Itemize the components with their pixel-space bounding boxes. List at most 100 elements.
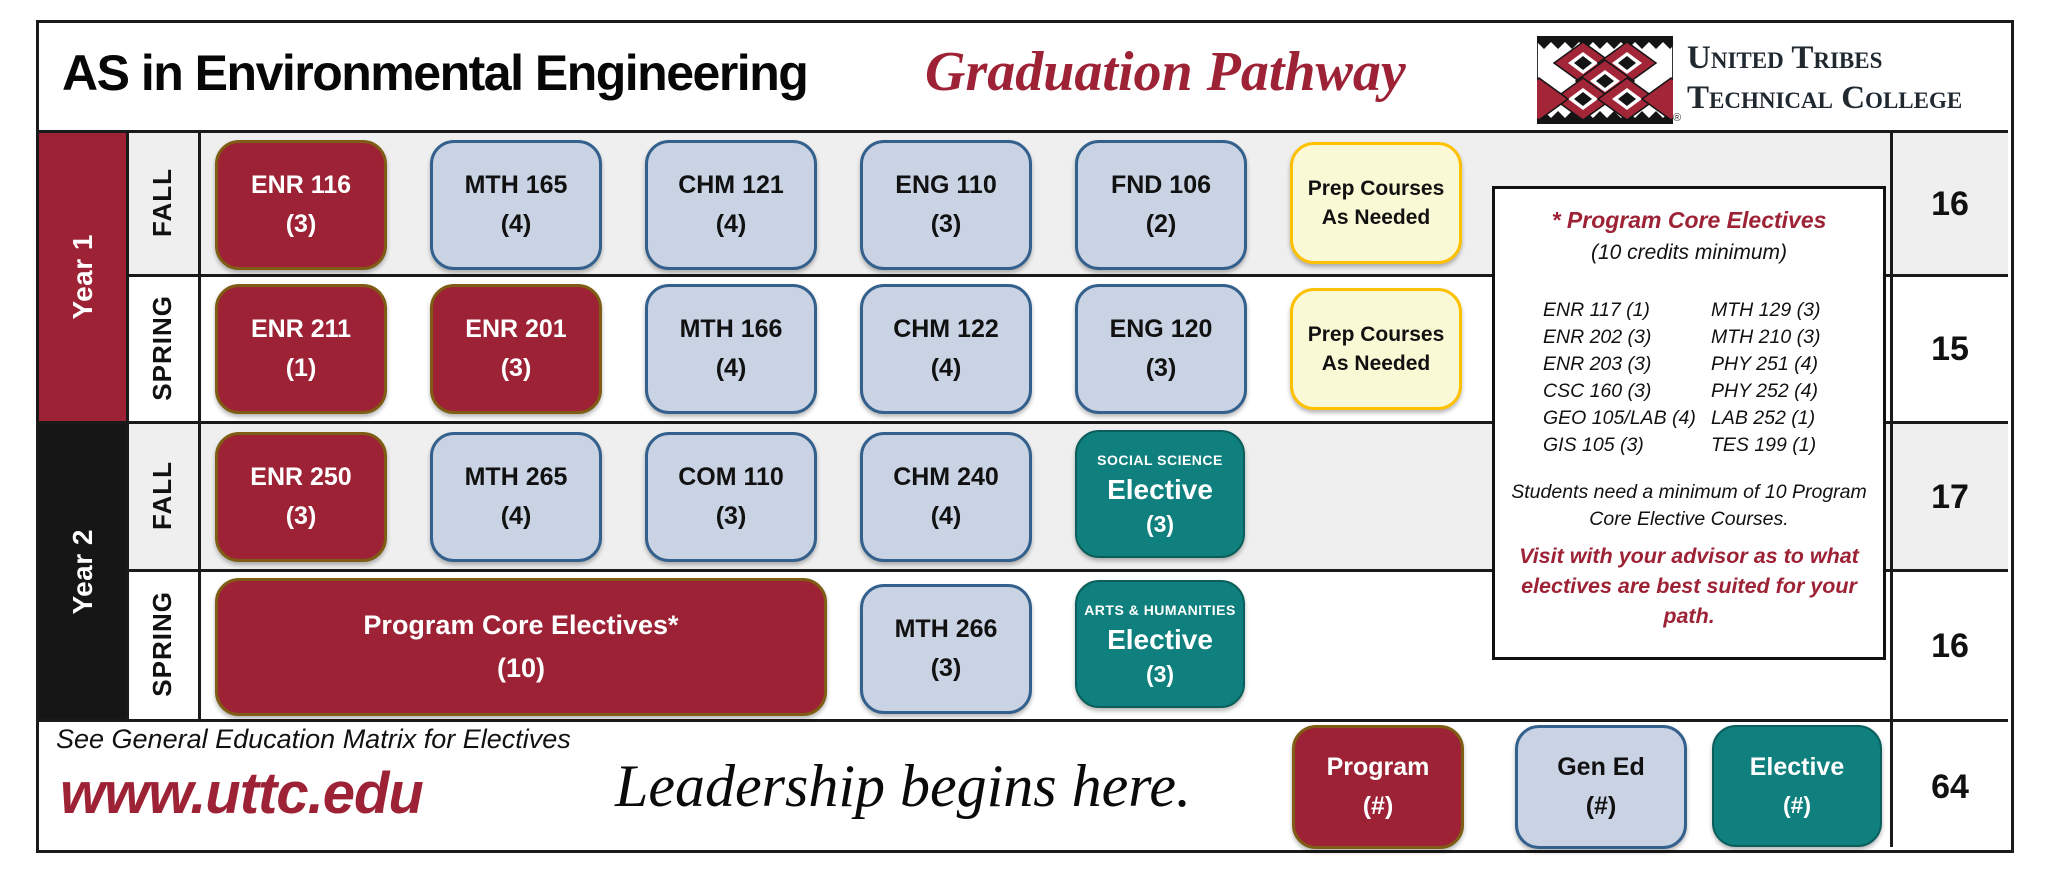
registered-mark: ® bbox=[1673, 112, 1682, 124]
course-box-fnd106: FND 106 (2) bbox=[1075, 140, 1247, 270]
course-credits: (3) bbox=[715, 502, 747, 530]
credits-total: 64 bbox=[1931, 768, 1969, 806]
legend-label: Elective bbox=[1749, 753, 1845, 781]
season-year1-spring: SPRING bbox=[126, 274, 198, 421]
season-label: FALL bbox=[146, 167, 177, 237]
website-link[interactable]: www.uttc.edu bbox=[60, 761, 424, 826]
course-box-chm121: CHM 121 (4) bbox=[645, 140, 817, 270]
course-box-mth165: MTH 165 (4) bbox=[430, 140, 602, 270]
legend-label: Program bbox=[1326, 753, 1430, 781]
panel-minimum-note: Students need a minimum of 10 Program Co… bbox=[1511, 481, 1867, 530]
electives-list-left: ENR 117 (1) ENR 202 (3) ENR 203 (3) CSC … bbox=[1543, 297, 1696, 459]
legend-elective-box: Elective (#) bbox=[1712, 725, 1882, 847]
course-credits: (3) bbox=[1145, 510, 1175, 537]
credits-year2-fall: 17 bbox=[1931, 478, 1969, 516]
course-box-enr201: ENR 201 (3) bbox=[430, 284, 602, 414]
course-code: ENR 201 bbox=[465, 315, 567, 343]
electives-list-right: MTH 129 (3) MTH 210 (3) PHY 251 (4) PHY … bbox=[1711, 297, 1820, 459]
course-box-chm240: CHM 240 (4) bbox=[860, 432, 1032, 562]
logo-line1: United Tribes bbox=[1687, 40, 1883, 76]
elective-item: ENR 203 (3) bbox=[1543, 353, 1652, 375]
course-credits: (4) bbox=[500, 210, 532, 238]
season-year2-spring: SPRING bbox=[126, 569, 198, 719]
course-code: ENR 211 bbox=[250, 315, 352, 343]
legend-label: Gen Ed bbox=[1557, 753, 1645, 781]
legend-sub: (#) bbox=[1585, 792, 1617, 820]
elective-item: CSC 160 (3) bbox=[1543, 380, 1652, 402]
course-code: MTH 166 bbox=[679, 315, 783, 343]
page-title: AS in Environmental Engineering bbox=[62, 45, 809, 101]
course-code: Elective bbox=[1107, 473, 1213, 505]
grid-line bbox=[39, 719, 2008, 722]
program-core-electives-box: Program Core Electives* (10) bbox=[215, 578, 827, 716]
grid-line bbox=[126, 274, 2008, 277]
course-code: MTH 265 bbox=[464, 463, 568, 491]
panel-advisor-note: Visit with your advisor as to what elect… bbox=[1519, 544, 1859, 628]
elective-item: GEO 105/LAB (4) bbox=[1543, 407, 1696, 429]
course-credits: (3) bbox=[285, 502, 317, 530]
course-code: MTH 165 bbox=[464, 171, 568, 199]
legend-gened-box: Gen Ed (#) bbox=[1515, 725, 1687, 849]
panel-subtitle: (10 credits minimum) bbox=[1590, 241, 1788, 264]
arts-humanities-elective-box: ARTS & HUMANITIES Elective (3) bbox=[1075, 580, 1245, 708]
course-box-enr116: ENR 116 (3) bbox=[215, 140, 387, 270]
elective-item: ENR 117 (1) bbox=[1543, 299, 1650, 321]
grid-line bbox=[39, 421, 2008, 424]
elective-item: TES 199 (1) bbox=[1711, 434, 1817, 456]
elective-item: MTH 210 (3) bbox=[1711, 326, 1821, 348]
course-code: ENG 110 bbox=[895, 171, 997, 199]
season-year2-fall: FALL bbox=[126, 421, 198, 569]
course-credits: (4) bbox=[715, 210, 747, 238]
course-credits: (2) bbox=[1145, 210, 1177, 238]
course-code: FND 106 bbox=[1110, 171, 1212, 199]
season-label: SPRING bbox=[146, 591, 177, 697]
grid-line bbox=[126, 569, 2008, 572]
elective-item: MTH 129 (3) bbox=[1711, 299, 1821, 321]
course-code: ENG 120 bbox=[1109, 315, 1213, 343]
elective-item: LAB 252 (1) bbox=[1711, 407, 1816, 429]
prep-line2: As Needed bbox=[1321, 206, 1431, 229]
course-box-enr250: ENR 250 (3) bbox=[215, 432, 387, 562]
elective-item: PHY 251 (4) bbox=[1711, 353, 1818, 375]
elective-item: PHY 252 (4) bbox=[1711, 380, 1818, 402]
course-credits: (10) bbox=[496, 653, 545, 683]
tagline: Leadership begins here. bbox=[615, 753, 1192, 819]
prep-line2: As Needed bbox=[1321, 352, 1431, 375]
course-code: CHM 240 bbox=[893, 463, 999, 491]
course-credits: (3) bbox=[930, 654, 962, 682]
prep-line1: Prep Courses bbox=[1307, 323, 1445, 346]
page-subtitle: Graduation Pathway bbox=[925, 41, 1406, 103]
elective-item: GIS 105 (3) bbox=[1543, 434, 1644, 456]
year2-bar: Year 2 bbox=[39, 424, 126, 719]
grid-line bbox=[1890, 130, 1893, 847]
credits-year1-spring: 15 bbox=[1931, 330, 1969, 368]
course-credits: (3) bbox=[930, 210, 962, 238]
course-code: MTH 266 bbox=[894, 615, 998, 643]
year1-bar: Year 1 bbox=[39, 133, 126, 421]
course-credits: (3) bbox=[500, 354, 532, 382]
gen-ed-matrix-note: See General Education Matrix for Electiv… bbox=[56, 724, 571, 754]
course-credits: (3) bbox=[1145, 660, 1175, 687]
season-year1-fall: FALL bbox=[126, 130, 198, 274]
course-box-com110: COM 110 (3) bbox=[645, 432, 817, 562]
course-credits: (3) bbox=[285, 210, 317, 238]
legend-sub: (#) bbox=[1362, 792, 1394, 820]
course-code: CHM 121 bbox=[678, 171, 784, 199]
elective-tag: SOCIAL SCIENCE bbox=[1097, 451, 1223, 468]
course-credits: (4) bbox=[500, 502, 532, 530]
course-code: CHM 122 bbox=[893, 315, 999, 343]
logo-line2: Technical College bbox=[1687, 80, 1963, 116]
logo-wordmark: United Tribes Technical College bbox=[1687, 38, 1962, 118]
course-box-mth265: MTH 265 (4) bbox=[430, 432, 602, 562]
prep-line1: Prep Courses bbox=[1307, 177, 1445, 200]
course-credits: (1) bbox=[285, 354, 317, 382]
season-label: FALL bbox=[146, 460, 177, 530]
grid-line bbox=[198, 130, 201, 719]
grid-line bbox=[126, 130, 129, 719]
course-credits: (3) bbox=[1145, 354, 1177, 382]
year1-label: Year 1 bbox=[66, 234, 98, 320]
elective-tag: ARTS & HUMANITIES bbox=[1084, 601, 1236, 618]
uttc-logo-icon: ® bbox=[1508, 36, 1702, 129]
legend-sub: (#) bbox=[1782, 792, 1812, 818]
